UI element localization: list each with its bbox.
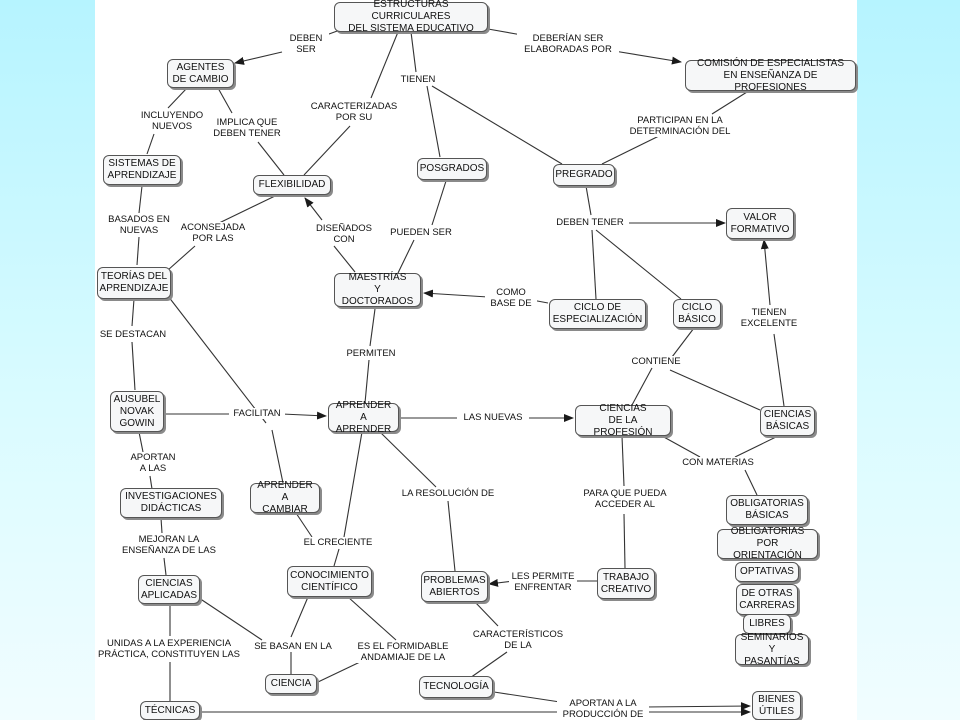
node-obligatorias-por-orientacion: OBLIGATORIAS POR ORIENTACIÓN (717, 526, 818, 561)
label-para-que-pueda: PARA QUE PUEDA ACCEDER AL (579, 488, 671, 510)
label-se-destacan: SE DESTACAN (97, 329, 169, 340)
node-tecnologia: TECNOLOGÍA (419, 676, 493, 698)
label-aportan-a-la-produccion: APORTAN A LA PRODUCCIÓN DE (557, 698, 649, 720)
node-ciencias-de-la-profesion: CIENCIAS DE LA PROFESIÓN (575, 403, 671, 438)
label-deben-tener: DEBEN TENER (551, 217, 629, 228)
label-aportan-a-las: APORTAN A LAS (121, 452, 185, 474)
label-tienen-excelente: TIENEN EXCELENTE (735, 307, 803, 329)
node-valor-formativo: VALOR FORMATIVO (726, 208, 794, 239)
node-de-otras-carreras: DE OTRAS CARRERAS (736, 584, 798, 615)
node-teorias-del-aprendizaje: TEORÍAS DEL APRENDIZAJE (97, 267, 171, 299)
label-caracteristicos: CARACTERÍSTICOS DE LA (469, 629, 567, 651)
label-deberian-ser-elaboradas: DEBERÍAN SER ELABORADAS POR (517, 33, 619, 55)
node-bienes-utiles: BIENES ÚTILES (752, 691, 801, 720)
label-con-materias: CON MATERIAS (677, 457, 759, 468)
node-estructuras-curriculares: ESTRUCTURAS CURRICULARES DEL SISTEMA EDU… (334, 0, 488, 34)
node-maestrias-y-doctorados: MAESTRÍAS Y DOCTORADOS (334, 272, 421, 307)
node-obligatorias-basicas: OBLIGATORIAS BÁSICAS (726, 495, 808, 525)
label-pueden-ser: PUEDEN SER (385, 227, 457, 238)
label-unidas-a-la-experiencia: UNIDAS A LA EXPERIENCIA PRÁCTICA, CONSTI… (95, 638, 243, 660)
label-deben-ser: DEBEN SER (283, 33, 329, 55)
label-el-creciente: EL CRECIENTE (299, 537, 377, 548)
node-agentes-de-cambio: AGENTES DE CAMBIO (167, 59, 234, 88)
node-ciencias-aplicadas: CIENCIAS APLICADAS (138, 575, 200, 604)
label-mejoran-la-ensenanza: MEJORAN LA ENSEÑANZA DE LAS (113, 534, 225, 556)
node-flexibilidad: FLEXIBILIDAD (253, 175, 331, 195)
label-como-base-de: COMO BASE DE (485, 287, 537, 309)
label-contiene: CONTIENE (627, 356, 685, 367)
label-las-nuevas: LAS NUEVAS (457, 412, 529, 423)
label-aconsejada: ACONSEJADA POR LAS (177, 222, 249, 244)
label-incluyendo-nuevos: INCLUYENDO NUEVOS (135, 110, 209, 132)
node-posgrados: POSGRADOS (417, 158, 487, 180)
node-ausubel-novak-gowin: AUSUBEL NOVAK GOWIN (110, 391, 164, 432)
label-participan: PARTICIPAN EN LA DETERMINACIÓN DEL (627, 115, 733, 137)
node-conocimiento-cientifico: CONOCIMIENTO CIENTÍFICO (287, 566, 372, 597)
label-es-el-formidable: ES EL FORMIDABLE ANDAMIAJE DE LA (353, 641, 453, 663)
node-sistemas-de-aprendizaje: SISTEMAS DE APRENDIZAJE (103, 155, 181, 185)
label-permiten: PERMITEN (341, 348, 401, 359)
node-optativas: OPTATIVAS (735, 562, 799, 582)
node-problemas-abiertos: PROBLEMAS ABIERTOS (421, 571, 488, 602)
label-basados-en-nuevas: BASADOS EN NUEVAS (103, 214, 175, 236)
label-implica-que: IMPLICA QUE DEBEN TENER (209, 117, 285, 139)
node-ciclo-de-especializacion: CICLO DE ESPECIALIZACIÓN (549, 299, 646, 329)
node-aprender-a-aprender: APRENDER A APRENDER (328, 400, 399, 435)
node-libres: LIBRES (743, 614, 791, 634)
node-seminarios-y-pasantias: SEMINARIOS Y PASANTÍAS (735, 632, 809, 667)
node-ciencias-basicas: CIENCIAS BÁSICAS (760, 406, 815, 436)
label-les-permite-enfrentar: LES PERMITE ENFRENTAR (509, 571, 577, 593)
node-investigaciones-didacticas: INVESTIGACIONES DIDÁCTICAS (120, 488, 222, 518)
node-comision-especialistas: COMISIÓN DE ESPECIALISTAS EN ENSEÑANZA D… (685, 58, 856, 93)
label-se-basan-en-la: SE BASAN EN LA (251, 641, 335, 652)
label-disenados-con: DISEÑADOS CON (310, 223, 378, 245)
label-tienen: TIENEN (395, 74, 441, 85)
label-caracterizadas: CARACTERIZADAS POR SU (306, 101, 402, 123)
label-facilitan: FACILITAN (229, 408, 285, 419)
node-pregrado: PREGRADO (553, 164, 615, 186)
node-trabajo-creativo: TRABAJO CREATIVO (597, 568, 655, 599)
connector-lines (131, 28, 785, 716)
concept-map-slide: ESTRUCTURAS CURRICULARES DEL SISTEMA EDU… (95, 0, 857, 720)
node-ciencia: CIENCIA (265, 674, 317, 694)
label-la-resolucion-de: LA RESOLUCIÓN DE (397, 488, 499, 499)
node-ciclo-basico: CICLO BÁSICO (673, 299, 721, 328)
node-tecnicas: TÉCNICAS (140, 701, 200, 720)
node-aprender-a-cambiar: APRENDER A CAMBIAR (250, 480, 320, 515)
